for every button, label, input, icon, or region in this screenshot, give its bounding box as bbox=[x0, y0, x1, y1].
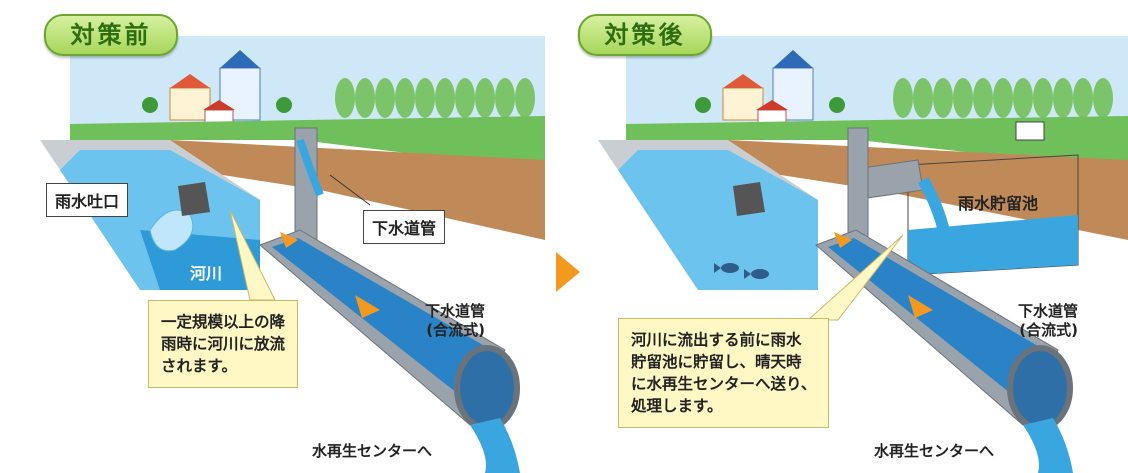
outflow bbox=[1023, 418, 1073, 473]
before-panel: 対策前 雨水吐口 下水道管 河川 下水道管 (合流式) 水再生センターへ 一定規… bbox=[0, 0, 545, 473]
town-buildings bbox=[142, 50, 292, 129]
outlet-block bbox=[178, 182, 210, 216]
after-panel: 対策後 雨水貯留池 下水道管 (合流式) 水再生センターへ 河川に流出する前に雨… bbox=[578, 0, 1128, 473]
outlet-block bbox=[733, 182, 765, 216]
before-callout: 一定規模以上の降 雨時に河川に放流 されます。 bbox=[148, 300, 299, 388]
tree-row bbox=[893, 78, 1113, 118]
fish-icon bbox=[714, 263, 769, 279]
after-tag: 対策後 bbox=[578, 14, 712, 56]
reservoir-label: 雨水貯留池 bbox=[958, 194, 1039, 213]
flow-arrow bbox=[280, 232, 298, 248]
destination-label: 水再生センターへ bbox=[312, 442, 433, 460]
reservoir-building bbox=[1015, 121, 1045, 141]
destination-label: 水再生センターへ bbox=[874, 442, 995, 460]
pipe-mouth bbox=[454, 345, 520, 431]
flow-arrow bbox=[908, 295, 933, 318]
main-pipe-water bbox=[272, 238, 495, 405]
pointer-line bbox=[329, 174, 371, 206]
river-water bbox=[618, 150, 818, 290]
after-scene bbox=[598, 36, 1128, 473]
flow-arrow bbox=[355, 295, 380, 318]
diversion-flow bbox=[917, 176, 951, 237]
flow-arrow bbox=[834, 232, 852, 248]
after-callout: 河川に流出する前に雨水 貯留池に貯留し、晴天時 に水再生センターへ送り、 処理し… bbox=[618, 318, 830, 428]
outflow bbox=[470, 418, 520, 473]
tree-row bbox=[335, 78, 535, 118]
town-buildings bbox=[695, 50, 845, 129]
sewer-pipe-label: 下水道管 bbox=[363, 210, 446, 244]
river-label: 河川 bbox=[190, 264, 223, 283]
pipe-mouth bbox=[1007, 345, 1073, 431]
main-pipe-label: 下水道管 (合流式) bbox=[425, 302, 486, 339]
transition-arrow-icon bbox=[556, 252, 580, 292]
main-pipe-label: 下水道管 (合流式) bbox=[1018, 302, 1079, 339]
grass bbox=[626, 116, 1128, 170]
before-scene bbox=[40, 36, 545, 473]
outlet-label: 雨水吐口 bbox=[46, 183, 129, 217]
reservoir-water bbox=[908, 215, 1078, 275]
soil bbox=[170, 140, 545, 240]
sewage-flow bbox=[296, 138, 324, 197]
grass bbox=[70, 116, 545, 170]
main-pipe-water bbox=[828, 238, 1048, 405]
overflow-splash bbox=[149, 209, 194, 252]
before-tag: 対策前 bbox=[44, 14, 178, 56]
